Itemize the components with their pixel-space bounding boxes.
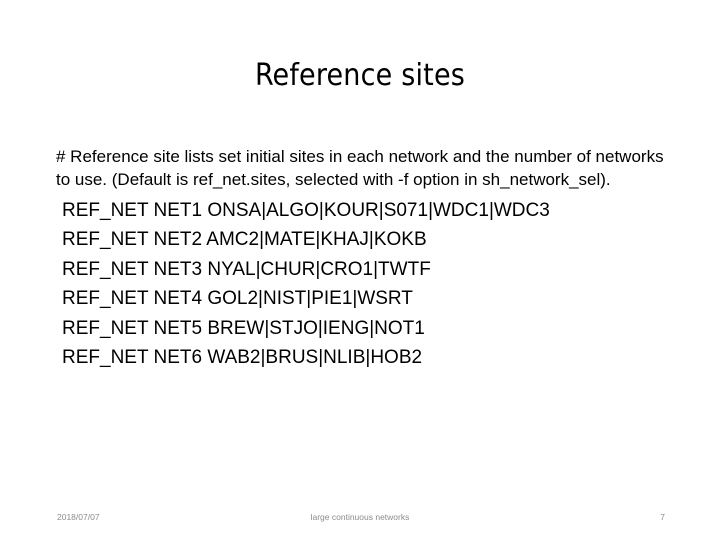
list-item: REF_NET NET2 AMC2|MATE|KHAJ|KOKB	[62, 229, 427, 251]
intro-paragraph: # Reference site lists set initial sites…	[56, 147, 664, 189]
list-item: REF_NET NET4 GOL2|NIST|PIE1|WSRT	[62, 288, 413, 310]
list-item: REF_NET NET3 NYAL|CHUR|CRO1|TWTF	[62, 258, 431, 280]
ref-net-list: REF_NET NET1 ONSA|ALGO|KOUR|S071|WDC1|WD…	[56, 196, 668, 372]
list-item: REF_NET NET1 ONSA|ALGO|KOUR|S071|WDC1|WD…	[62, 200, 550, 221]
slide-footer: 2018/07/07 large continuous networks 7	[0, 509, 720, 525]
footer-date: 2018/07/07	[57, 512, 100, 522]
slide-body: # Reference site lists set initial sites…	[56, 145, 668, 372]
page-title: Reference sites	[254, 58, 466, 93]
list-item: REF_NET NET5 BREW|STJO|IENG|NOT1	[62, 317, 425, 339]
footer-page-number: 7	[660, 512, 665, 522]
footer-subject: large continuous networks	[310, 512, 410, 522]
list-item: REF_NET NET6 WAB2|BRUS|NLIB|HOB2	[62, 347, 423, 369]
